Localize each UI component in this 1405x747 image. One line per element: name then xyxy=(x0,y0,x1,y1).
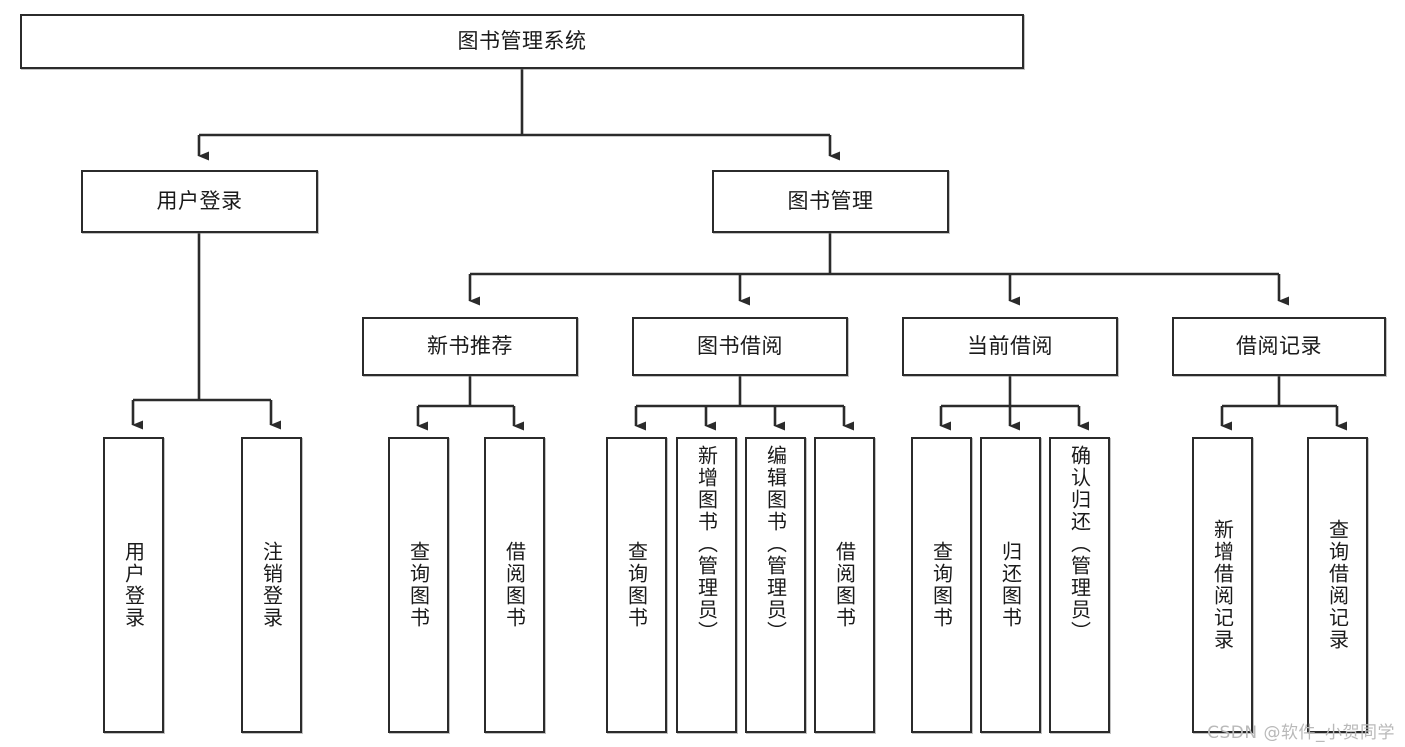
node-leaf-return-book[interactable]: 归还图书 xyxy=(980,437,1041,733)
node-label: 注销登录 xyxy=(259,541,284,629)
node-leaf-add-book-admin[interactable]: 新增图书（管理员） xyxy=(676,437,737,733)
node-leaf-borrow-book-recommend[interactable]: 借阅图书 xyxy=(484,437,545,733)
node-borrow-record[interactable]: 借阅记录 xyxy=(1172,317,1386,376)
node-label: 新增图书（管理员） xyxy=(694,445,719,643)
node-leaf-edit-book-admin[interactable]: 编辑图书（管理员） xyxy=(745,437,806,733)
node-book-management[interactable]: 图书管理 xyxy=(712,170,949,233)
node-label: 图书管理 xyxy=(787,188,874,213)
node-current-borrow[interactable]: 当前借阅 xyxy=(902,317,1118,376)
node-leaf-query-book-borrow[interactable]: 查询图书 xyxy=(606,437,667,733)
node-leaf-query-book-recommend[interactable]: 查询图书 xyxy=(388,437,449,733)
node-label: 图书借阅 xyxy=(697,333,783,358)
node-user-login[interactable]: 用户登录 xyxy=(81,170,318,233)
node-leaf-confirm-return-admin[interactable]: 确认归还（管理员） xyxy=(1049,437,1110,733)
node-label: 归还图书 xyxy=(998,541,1023,629)
node-new-book-recommend[interactable]: 新书推荐 xyxy=(362,317,578,376)
node-label: 借阅图书 xyxy=(832,541,857,629)
node-leaf-query-book-current[interactable]: 查询图书 xyxy=(911,437,972,733)
node-label: 查询借阅记录 xyxy=(1325,519,1350,651)
node-label: 新书推荐 xyxy=(427,333,513,358)
watermark-text: CSDN @软件_小贺同学 xyxy=(1207,723,1395,743)
node-root-book-management-system[interactable]: 图书管理系统 xyxy=(20,14,1024,69)
node-label: 当前借阅 xyxy=(967,333,1053,358)
node-label: 借阅图书 xyxy=(502,541,527,629)
node-book-borrow[interactable]: 图书借阅 xyxy=(632,317,848,376)
node-leaf-user-login[interactable]: 用户登录 xyxy=(103,437,164,733)
node-label: 用户登录 xyxy=(121,541,146,629)
node-label: 查询图书 xyxy=(406,541,431,629)
node-label: 查询图书 xyxy=(624,541,649,629)
node-leaf-query-borrow-record[interactable]: 查询借阅记录 xyxy=(1307,437,1368,733)
node-label: 图书管理系统 xyxy=(457,28,587,53)
node-leaf-logout[interactable]: 注销登录 xyxy=(241,437,302,733)
node-leaf-borrow-book[interactable]: 借阅图书 xyxy=(814,437,875,733)
node-label: 新增借阅记录 xyxy=(1210,519,1235,651)
node-label: 用户登录 xyxy=(156,188,243,213)
node-label: 编辑图书（管理员） xyxy=(763,445,788,643)
node-label: 确认归还（管理员） xyxy=(1067,445,1092,643)
node-label: 借阅记录 xyxy=(1236,333,1322,358)
node-leaf-add-borrow-record[interactable]: 新增借阅记录 xyxy=(1192,437,1253,733)
node-label: 查询图书 xyxy=(929,541,954,629)
